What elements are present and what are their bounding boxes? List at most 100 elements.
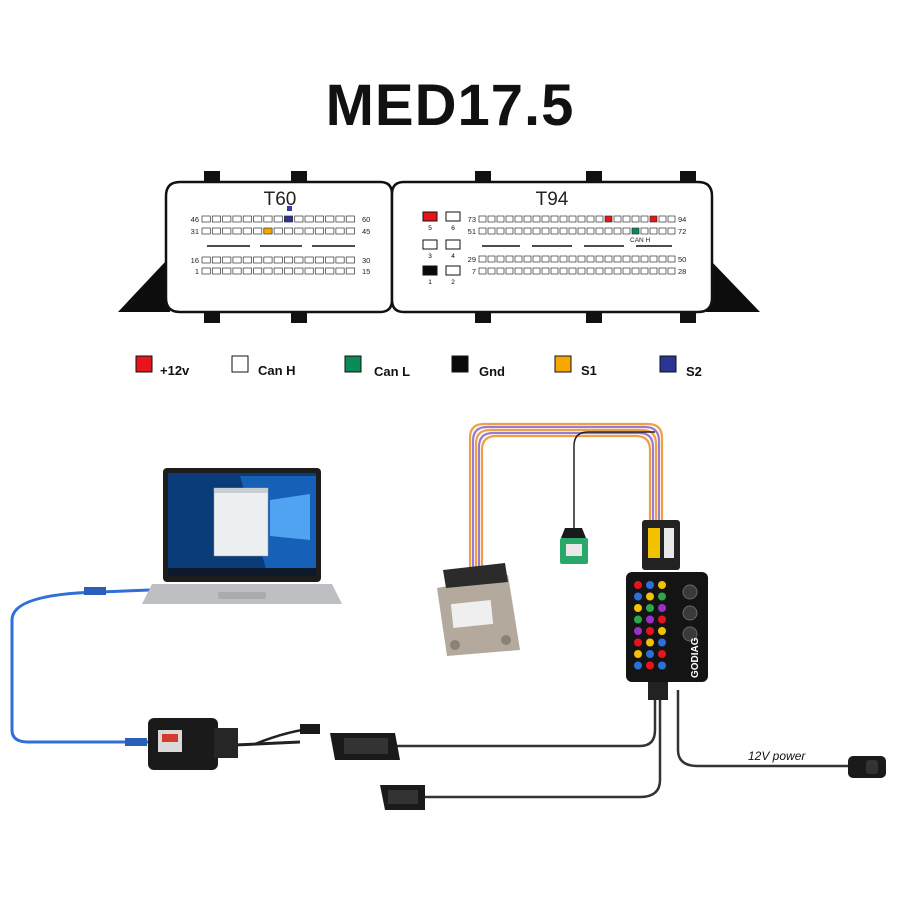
pin (550, 215, 559, 223)
pin (496, 227, 505, 235)
pin (649, 215, 658, 223)
power-cable (676, 690, 850, 768)
pin (335, 267, 345, 275)
pin (631, 227, 640, 235)
pin (294, 256, 304, 264)
pin (658, 227, 667, 235)
pin (649, 227, 658, 235)
t94-row3-start: 29 (468, 255, 476, 264)
ribbon-wire (480, 434, 652, 568)
ecu-module (437, 563, 520, 656)
legend-label-s2: S2 (686, 364, 702, 379)
pin (242, 227, 252, 235)
pin (273, 227, 283, 235)
taskbar (168, 568, 316, 576)
pin (604, 215, 613, 223)
legend-label-can-l: Can L (374, 364, 410, 379)
pin (604, 267, 613, 275)
pin (586, 215, 595, 223)
pin (242, 256, 252, 264)
pin (263, 267, 273, 275)
pin (201, 256, 211, 264)
pin (595, 227, 604, 235)
knob-3-icon (682, 626, 698, 642)
pin (242, 267, 252, 275)
pin (532, 267, 541, 275)
pin (314, 267, 324, 275)
pin (294, 215, 304, 223)
t94-row4-end: 28 (678, 267, 686, 276)
pin (586, 255, 595, 263)
app-window (213, 487, 269, 557)
pin (253, 215, 263, 223)
brand-label: GODIAG (690, 637, 701, 678)
db-connector (214, 728, 238, 758)
pin-4-label: 4 (451, 253, 455, 260)
pin (253, 256, 263, 264)
pin (613, 227, 622, 235)
pin (622, 227, 631, 235)
pin-5-box (422, 211, 438, 222)
pin (304, 267, 314, 275)
pin (496, 215, 505, 223)
pin (314, 215, 324, 223)
banana-jacks (634, 581, 666, 670)
pin (263, 256, 273, 264)
pin (640, 255, 649, 263)
pin (604, 227, 613, 235)
pin (523, 215, 532, 223)
windows-logo-icon (270, 494, 310, 540)
pin-4-box (445, 239, 461, 250)
pin (335, 256, 345, 264)
pin (523, 255, 532, 263)
pin (568, 267, 577, 275)
pin (314, 256, 324, 264)
laptop (142, 468, 342, 604)
banana-jack (634, 581, 642, 589)
legend-label-can-h: Can H (258, 363, 296, 378)
left-wing (118, 262, 170, 312)
pin (595, 215, 604, 223)
usb-cable (10, 588, 151, 744)
ecu-sticker (450, 599, 494, 629)
pin (496, 255, 505, 263)
banana-jack (658, 627, 666, 635)
t60-row1-start: 46 (191, 215, 199, 224)
pin (478, 267, 487, 275)
pin (487, 255, 496, 263)
pin (514, 227, 523, 235)
pin-5-label: 5 (428, 225, 432, 232)
pin (487, 227, 496, 235)
ribbon-wire (468, 422, 664, 568)
pin (667, 227, 676, 235)
ribbon-wire (477, 431, 655, 568)
pin-3-label: 3 (428, 253, 432, 260)
pin (325, 227, 335, 235)
t94-row4-start: 7 (472, 267, 476, 276)
obd-cable-a (395, 700, 657, 748)
banana-jack (646, 638, 654, 647)
pin (284, 256, 294, 264)
pin-3-box (422, 239, 438, 250)
pin (345, 227, 355, 235)
pin (640, 267, 649, 275)
pin (314, 227, 324, 235)
pin (649, 255, 658, 263)
banana-jack (646, 604, 654, 612)
pin (478, 227, 487, 235)
pin (568, 255, 577, 263)
banana-jack (646, 627, 654, 635)
pin (263, 215, 273, 223)
db25-plug (642, 520, 680, 570)
diagram-title: MED17.5 (325, 73, 575, 138)
t60-row4-end: 15 (362, 267, 370, 276)
t60-housing (164, 180, 394, 314)
legend-swatch-12v (135, 355, 153, 373)
pin (541, 267, 550, 275)
pin (478, 215, 487, 223)
pin (263, 227, 273, 235)
banana-jack (658, 592, 666, 601)
t94-row3-end: 50 (678, 255, 686, 264)
t60-row2-start: 31 (191, 227, 199, 236)
